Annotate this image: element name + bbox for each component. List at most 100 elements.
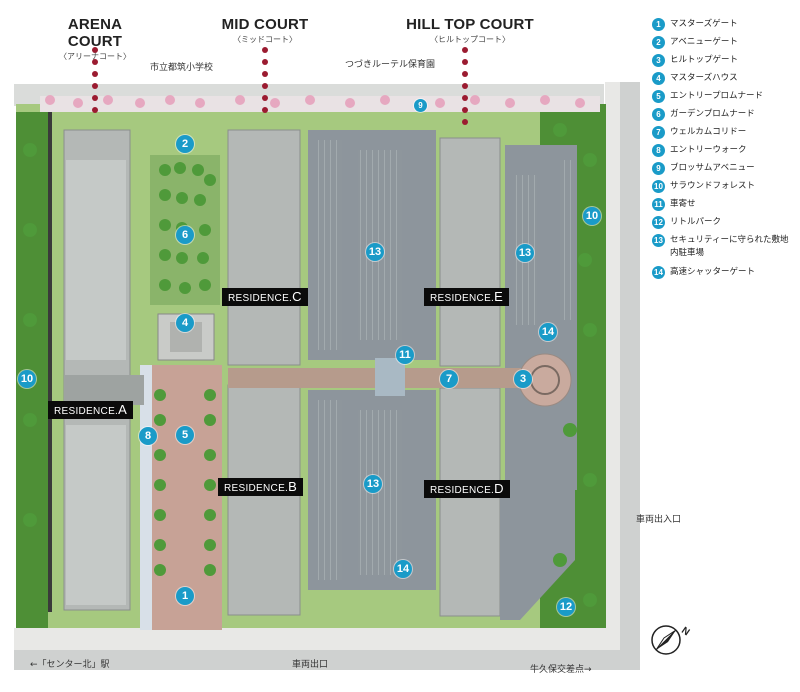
residence-prefix: RESIDENCE.	[54, 406, 119, 417]
nursery-label: つづきルーテル保育園	[345, 60, 436, 70]
marker-10-left[interactable]: 10	[18, 370, 36, 388]
residence-c-label: RESIDENCE.C	[222, 288, 308, 306]
court-sub: 〈ミッドコート〉	[233, 35, 297, 44]
residence-letter: C	[292, 289, 302, 304]
legend-text: 高速シャッターゲート	[670, 267, 756, 277]
compass-north-icon: N	[648, 620, 694, 665]
legend-text: セキュリティーに守られた敷地内駐車場	[670, 235, 789, 258]
marker-13-upper[interactable]: 13	[366, 243, 384, 261]
legend-num: 4	[652, 72, 665, 85]
residence-prefix: RESIDENCE.	[228, 293, 293, 304]
legend-text: マスターズゲート	[670, 19, 738, 29]
marker-1[interactable]: 1	[176, 587, 194, 605]
station-label: ←「センター北」駅	[30, 660, 110, 670]
legend-text: ブロッサムアベニュー	[670, 163, 755, 173]
legend-text: ヒルトップゲート	[670, 55, 739, 65]
legend-item: 3 ヒルトップゲート	[652, 54, 797, 72]
marker-6[interactable]: 6	[176, 226, 194, 244]
marker-8[interactable]: 8	[139, 427, 157, 445]
legend-text: エントリープロムナード	[670, 91, 763, 101]
residence-b-label: RESIDENCE.B	[218, 478, 304, 496]
trees	[23, 123, 597, 607]
residence-e-label: RESIDENCE.E	[424, 288, 510, 306]
court-pointer-lines	[92, 47, 468, 125]
legend-item: 5 エントリープロムナード	[652, 90, 797, 108]
marker-14-lower[interactable]: 14	[394, 560, 412, 578]
legend-item: 2 アベニューゲート	[652, 36, 797, 54]
legend-num: 1	[652, 18, 665, 31]
legend-num: 14	[652, 266, 665, 279]
legend-item: 13 セキュリティーに守られた敷地内駐車場	[652, 234, 797, 266]
svg-text:N: N	[679, 625, 691, 638]
legend-num: 11	[652, 198, 665, 211]
vehicle-gate-label: 車両出入口	[636, 515, 682, 525]
legend-num: 10	[652, 180, 665, 193]
school-label: 市立都筑小学校	[150, 63, 214, 73]
legend-item: 11 車寄せ	[652, 198, 797, 216]
legend-text: 車寄せ	[670, 199, 696, 209]
marker-10-right[interactable]: 10	[583, 207, 601, 225]
court-sub: 〈アリーナコート〉	[59, 52, 131, 61]
legend-text: エントリーウォーク	[670, 145, 747, 155]
fence-left	[48, 112, 52, 612]
vehicle-exit-label: 車両出口	[292, 660, 329, 670]
marker-5[interactable]: 5	[176, 426, 194, 444]
sidewalk-right	[605, 82, 620, 642]
legend-num: 3	[652, 54, 665, 67]
legend-text: サラウンドフォレスト	[670, 181, 756, 191]
residence-b-building	[227, 384, 301, 616]
residence-letter: D	[494, 481, 504, 496]
residence-a-label: RESIDENCE.A	[48, 401, 134, 419]
blossom-trees	[45, 95, 585, 108]
legend-item: 4 マスターズハウス	[652, 72, 797, 90]
residence-prefix: RESIDENCE.	[430, 485, 495, 496]
legend-text: ガーデンプロムナード	[670, 109, 755, 119]
legend-num: 5	[652, 90, 665, 103]
legend-text: リトルパーク	[670, 217, 722, 227]
legend-num: 13	[652, 234, 665, 247]
marker-4[interactable]: 4	[176, 314, 194, 332]
entry-promenade	[152, 365, 222, 630]
intersection-label: 牛久保交差点→	[530, 665, 592, 675]
marker-3[interactable]: 3	[514, 370, 532, 388]
legend-item: 6 ガーデンプロムナード	[652, 108, 797, 126]
residence-c-building	[227, 129, 301, 366]
forest-left	[16, 112, 48, 628]
legend-text: アベニューゲート	[670, 37, 738, 47]
marker-13-lower[interactable]: 13	[364, 475, 382, 493]
legend-item: 12 リトルパーク	[652, 216, 797, 234]
court-name: ARENA COURT	[67, 16, 123, 50]
mid-court-title: MID COURT 〈ミッドコート〉	[215, 16, 315, 45]
residence-d-building	[439, 387, 501, 617]
marker-12[interactable]: 12	[557, 598, 575, 616]
residence-letter: A	[118, 402, 128, 417]
marker-13-right[interactable]: 13	[516, 244, 534, 262]
legend-num: 7	[652, 126, 665, 139]
court-sub: 〈ヒルトップコート〉	[430, 35, 510, 44]
marker-7[interactable]: 7	[440, 370, 458, 388]
sidewalk-bottom	[14, 628, 620, 650]
legend-num: 9	[652, 162, 665, 175]
legend-num: 12	[652, 216, 665, 229]
blossom-avenue	[40, 96, 600, 112]
legend-text: マスターズハウス	[670, 73, 738, 83]
legend-item: 14 高速シャッターゲート	[652, 266, 797, 284]
marker-11[interactable]: 11	[396, 346, 414, 364]
marker-14-right[interactable]: 14	[539, 323, 557, 341]
legend-num: 6	[652, 108, 665, 121]
hilltop-court-title: HILL TOP COURT 〈ヒルトップコート〉	[405, 16, 535, 45]
legend-item: 10 サラウンドフォレスト	[652, 180, 797, 198]
residence-d-label: RESIDENCE.D	[424, 480, 510, 498]
legend-item: 1 マスターズゲート	[652, 18, 797, 36]
residence-prefix: RESIDENCE.	[430, 293, 495, 304]
legend-num: 2	[652, 36, 665, 49]
arena-court-title: ARENA COURT 〈アリーナコート〉	[40, 16, 150, 62]
marker-9[interactable]: 9	[414, 99, 427, 112]
marker-2[interactable]: 2	[176, 135, 194, 153]
court-name: HILL TOP COURT	[406, 16, 534, 33]
residence-prefix: RESIDENCE.	[224, 483, 289, 494]
